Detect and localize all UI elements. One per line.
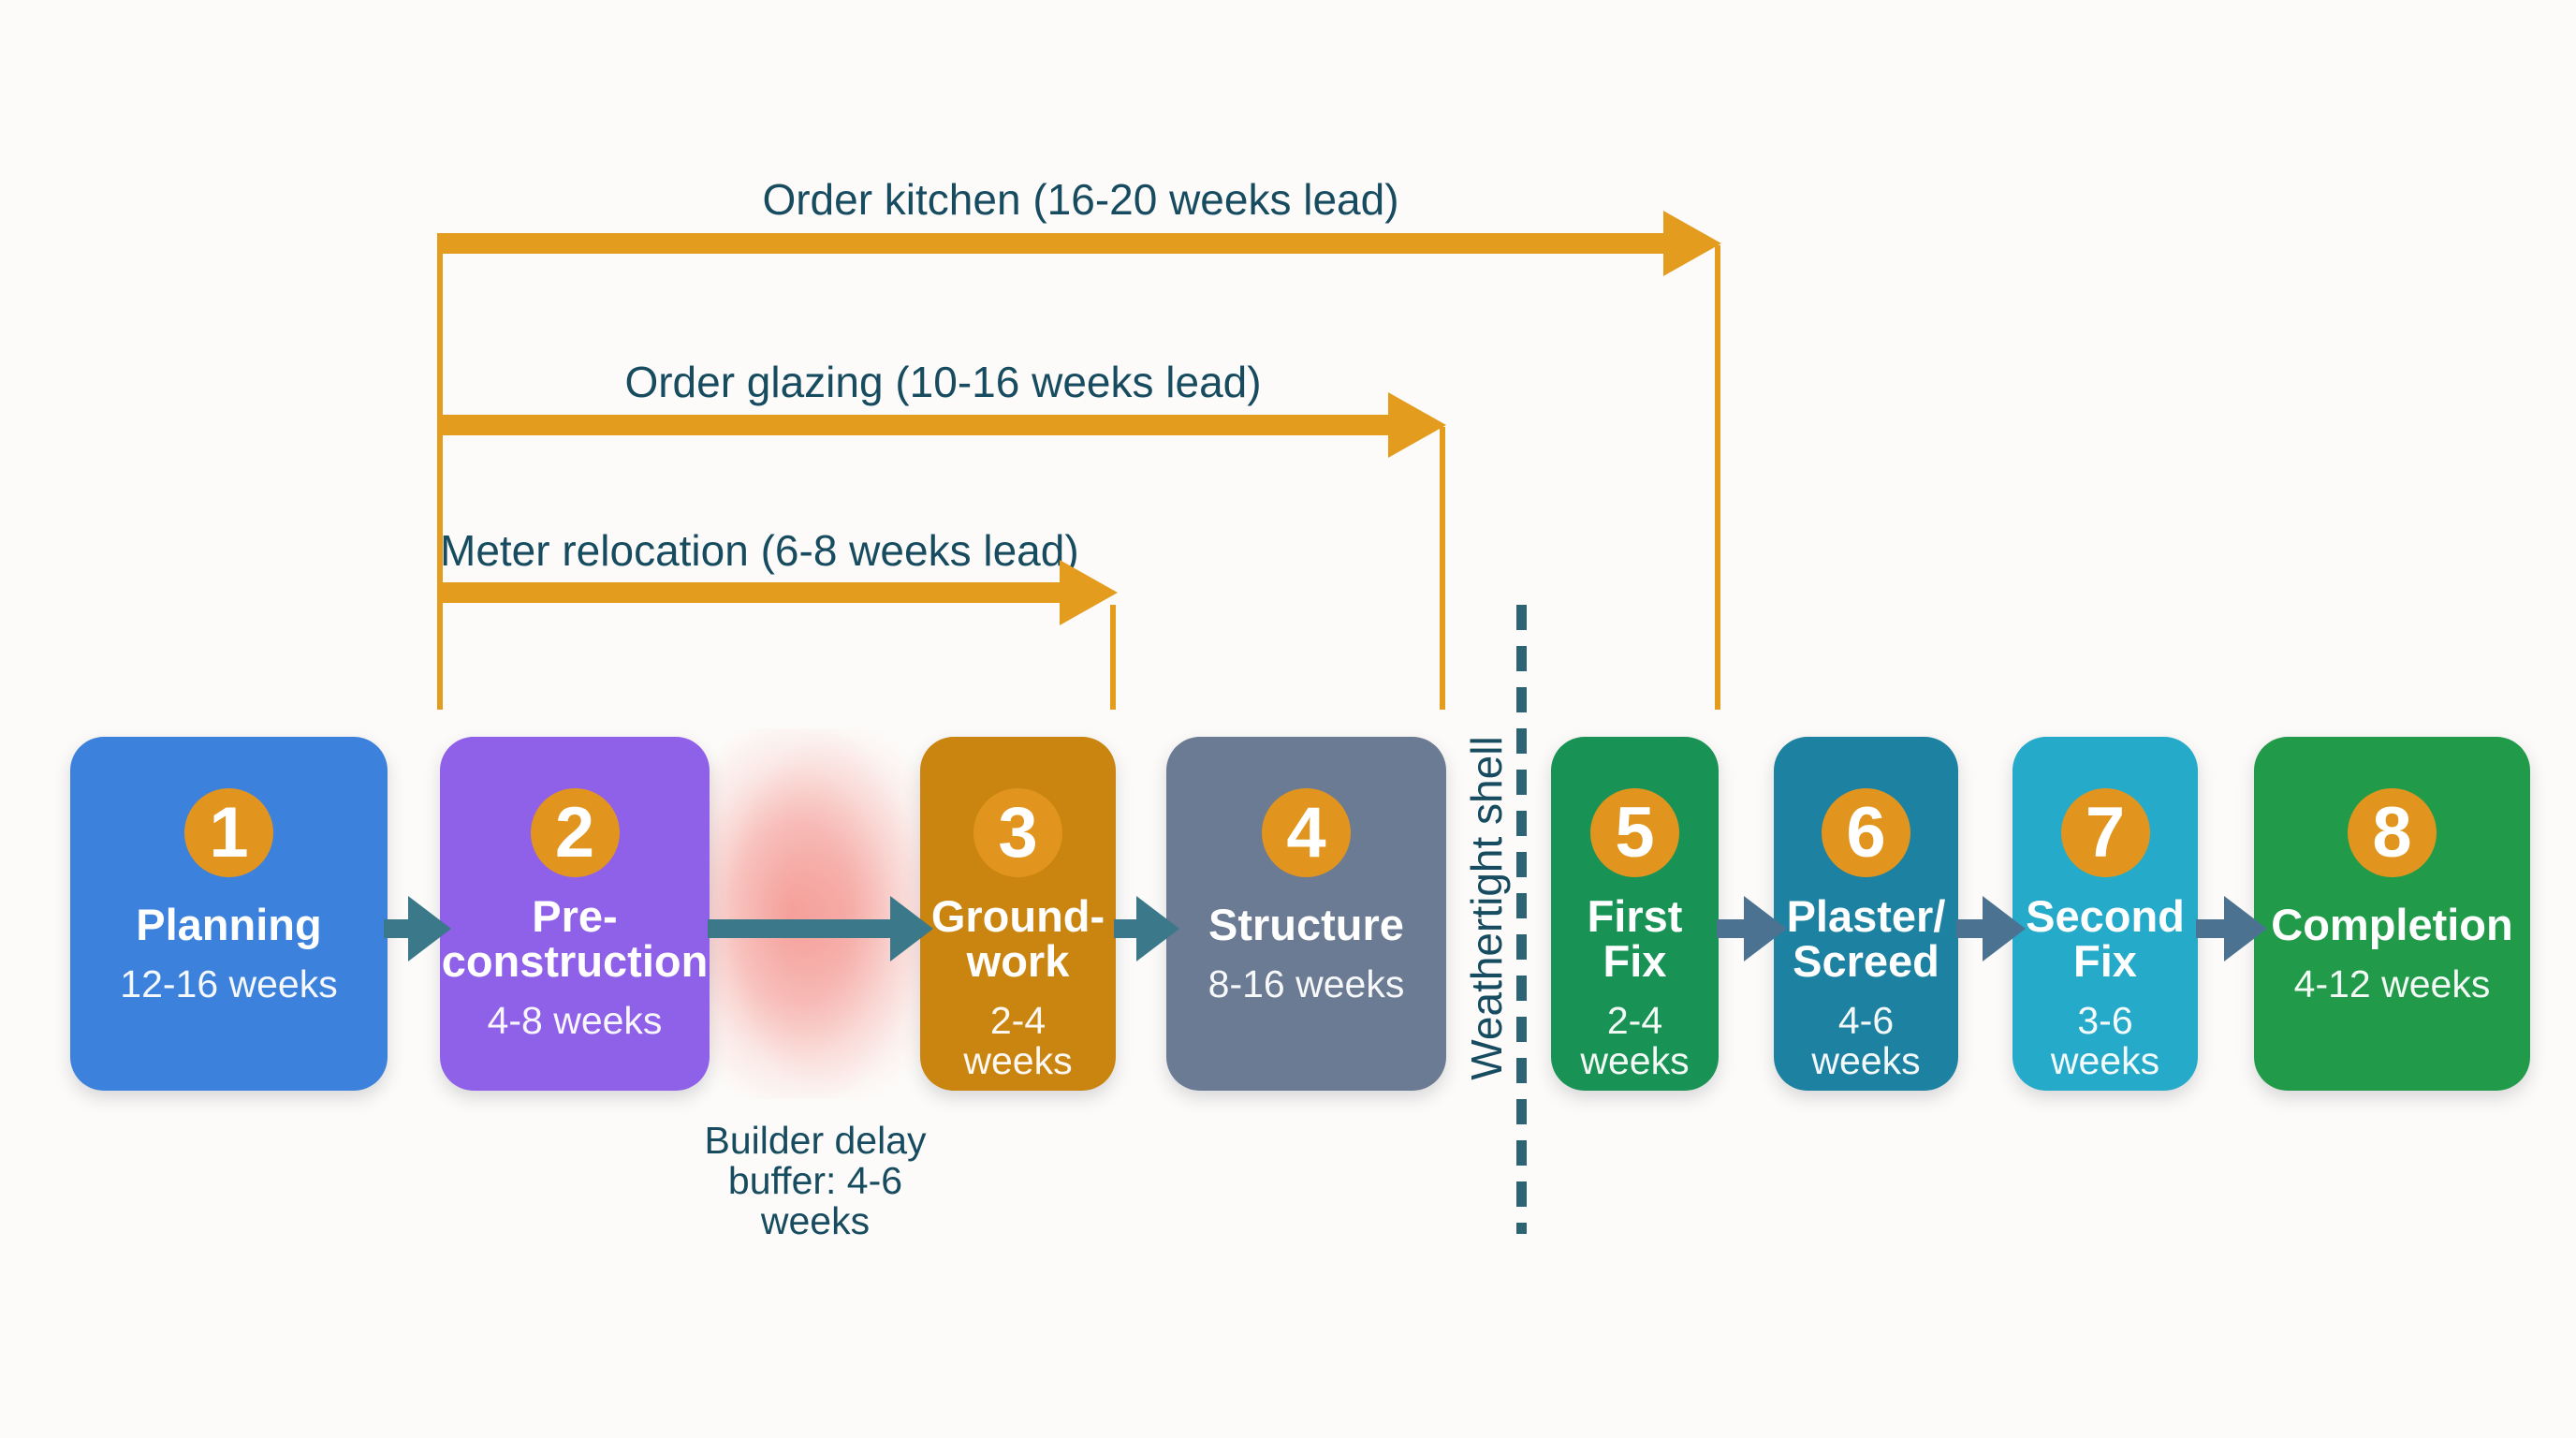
phase-duration: 3-6 weeks (2050, 998, 2160, 1082)
step-number: 8 (2372, 792, 2412, 873)
lead-arrow-kitchen-drop-line (1715, 245, 1720, 710)
phase-title: Ground- work (930, 891, 1105, 986)
step-number: 2 (554, 792, 595, 873)
phase-title: Structure (1208, 900, 1404, 950)
lead-arrow-glazing-drop-line (1440, 427, 1445, 710)
lead-arrow-kitchen-head-icon (1663, 211, 1721, 276)
step-number: 1 (209, 792, 249, 873)
phase-box-completion: 8 Completion 4-12 weeks (2254, 737, 2530, 1091)
step-circle-5: 5 (1590, 788, 1679, 877)
step-number: 7 (2085, 792, 2126, 873)
step-circle-7: 7 (2060, 788, 2150, 877)
phase-box-second-fix: 7 Second Fix 3-6 weeks (2012, 737, 2198, 1091)
phase-duration: 4-6 weeks (1811, 998, 1921, 1082)
lead-label-kitchen: Order kitchen (16-20 weeks lead) (762, 175, 1399, 224)
lead-arrow-glazing-bar (440, 415, 1388, 435)
weathertight-label: Weathertight shell (1462, 736, 1511, 1080)
weathertight-dashed-line (1516, 605, 1527, 1234)
step-number: 4 (1286, 792, 1326, 873)
step-circle-8: 8 (2348, 788, 2437, 877)
phase-box-groundwork: 3 Ground- work 2-4 weeks (920, 737, 1116, 1091)
connector-arrow-7-8-icon (2196, 896, 2267, 961)
step-circle-3: 3 (973, 788, 1062, 877)
phase-box-first-fix: 5 First Fix 2-4 weeks (1551, 737, 1719, 1091)
step-circle-2: 2 (530, 788, 620, 877)
phase-title: Pre- construction (441, 891, 709, 986)
phase-box-pre-construction: 2 Pre- construction 4-8 weeks (440, 737, 710, 1091)
connector-arrow-6-7-icon (1956, 896, 2026, 961)
connector-arrow-3-4-icon (1114, 896, 1179, 961)
phase-title: Planning (136, 900, 322, 950)
phase-title: First Fix (1587, 891, 1683, 986)
phase-text: Second Fix 3-6 weeks (2026, 877, 2185, 1098)
lead-arrow-meter-drop-line (1110, 605, 1116, 710)
phase-duration: 2-4 weeks (963, 998, 1073, 1082)
connector-arrow-5-6-icon (1717, 896, 1787, 961)
lead-arrow-kitchen-bar (440, 233, 1663, 254)
step-circle-4: 4 (1262, 788, 1351, 877)
phase-duration: 8-16 weeks (1208, 961, 1405, 1005)
step-circle-1: 1 (184, 788, 273, 877)
phase-text: Pre- construction 4-8 weeks (442, 877, 709, 1058)
phase-title: Completion (2271, 900, 2513, 950)
lead-arrows-spine-line (437, 233, 443, 710)
builder-delay-note: Builder delay buffer: 4-6 weeks (704, 1119, 927, 1243)
phase-title: Plaster/ Screed (1786, 891, 1946, 986)
phase-duration: 12-16 weeks (120, 961, 338, 1005)
phase-box-planning: 1 Planning 12-16 weeks (70, 737, 388, 1091)
phase-text: Ground- work 2-4 weeks (931, 877, 1105, 1098)
step-number: 3 (998, 792, 1038, 873)
connector-arrow-2-3-icon (708, 896, 933, 961)
lead-arrow-meter-bar (440, 582, 1060, 603)
lead-label-meter: Meter relocation (6-8 weeks lead) (440, 526, 1079, 575)
phase-text: Planning 12-16 weeks (120, 886, 337, 1021)
phase-text: Plaster/ Screed 4-6 weeks (1787, 877, 1946, 1098)
phase-text: Structure 8-16 weeks (1208, 886, 1405, 1021)
step-number: 5 (1615, 792, 1655, 873)
phase-title: Second Fix (2026, 891, 2185, 986)
phase-duration: 4-12 weeks (2293, 961, 2491, 1005)
phase-duration: 2-4 weeks (1580, 998, 1690, 1082)
phase-duration: 4-8 weeks (487, 998, 663, 1042)
connector-arrow-1-2-icon (384, 896, 451, 961)
lead-arrow-glazing-head-icon (1388, 392, 1446, 458)
step-circle-6: 6 (1822, 788, 1910, 877)
phase-box-structure: 4 Structure 8-16 weeks (1166, 737, 1446, 1091)
step-number: 6 (1846, 792, 1886, 873)
phase-text: Completion 4-12 weeks (2271, 886, 2512, 1021)
phase-text: First Fix 2-4 weeks (1580, 877, 1689, 1098)
phase-box-plaster-screed: 6 Plaster/ Screed 4-6 weeks (1774, 737, 1958, 1091)
lead-arrow-meter-head-icon (1060, 560, 1118, 625)
lead-label-glazing: Order glazing (10-16 weeks lead) (624, 358, 1262, 406)
